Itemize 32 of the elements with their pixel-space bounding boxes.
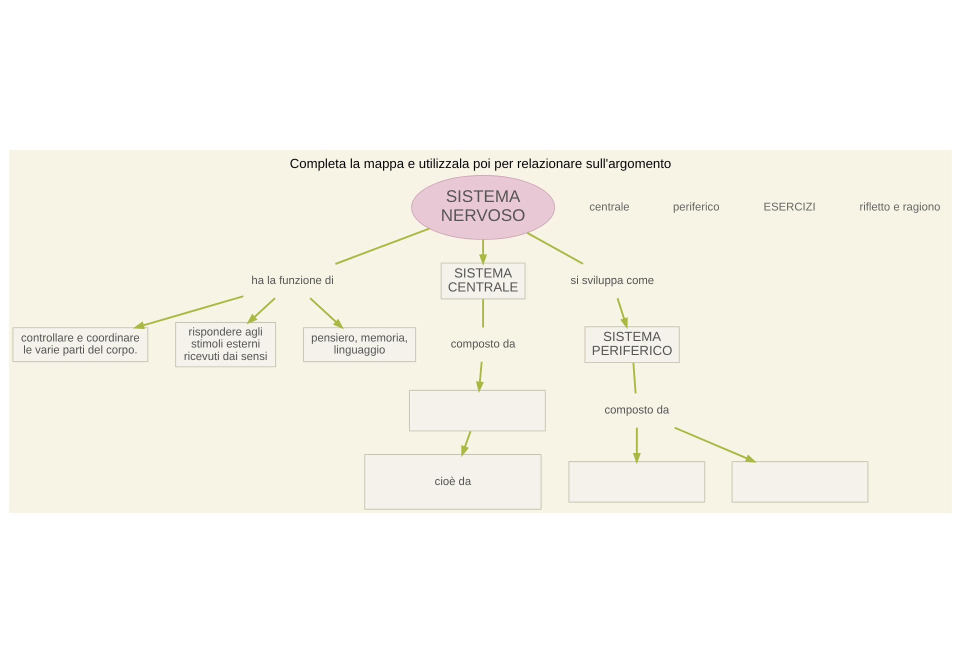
arrow [632, 428, 641, 464]
node-box: cioè da [364, 454, 542, 510]
arrow [479, 240, 488, 266]
label: rifletto e ragiono [859, 201, 940, 214]
node-box [409, 390, 546, 432]
node-box: rispondere agli stimoli esterni ricevuti dai sensi [175, 322, 276, 368]
connector [335, 228, 430, 265]
node-box: controllare e coordinare le varie parti del corpo. [12, 327, 148, 362]
node-box [568, 461, 706, 503]
node-box: SISTEMA CENTRALE [440, 262, 526, 300]
arrow [461, 430, 472, 458]
arrow [616, 298, 628, 330]
node-ellipse: SISTEMA NERVOSO [411, 175, 556, 240]
node-text: si sviluppa come [570, 274, 654, 287]
node-box: pensiero, memoria, linguaggio [302, 327, 416, 362]
node-box: SISTEMA PERIFERICO [584, 326, 680, 364]
arrow [310, 297, 344, 330]
diagram-title: Completa la mappa e utilizzala poi per relazionare sull'argomento [290, 156, 672, 172]
connector [632, 362, 637, 394]
arrow [132, 295, 244, 330]
connector [482, 299, 484, 328]
node-text: composto da [604, 404, 670, 417]
connector [526, 232, 584, 265]
arrow [476, 362, 484, 393]
node-text: composto da [450, 338, 516, 351]
label: ESERCIZI [764, 201, 816, 214]
node-box [732, 461, 868, 503]
node-text: ha la funzione di [251, 274, 334, 287]
label: centrale [589, 201, 630, 214]
arrow [246, 297, 276, 324]
arrow [674, 426, 757, 463]
label: periferico [673, 201, 720, 214]
